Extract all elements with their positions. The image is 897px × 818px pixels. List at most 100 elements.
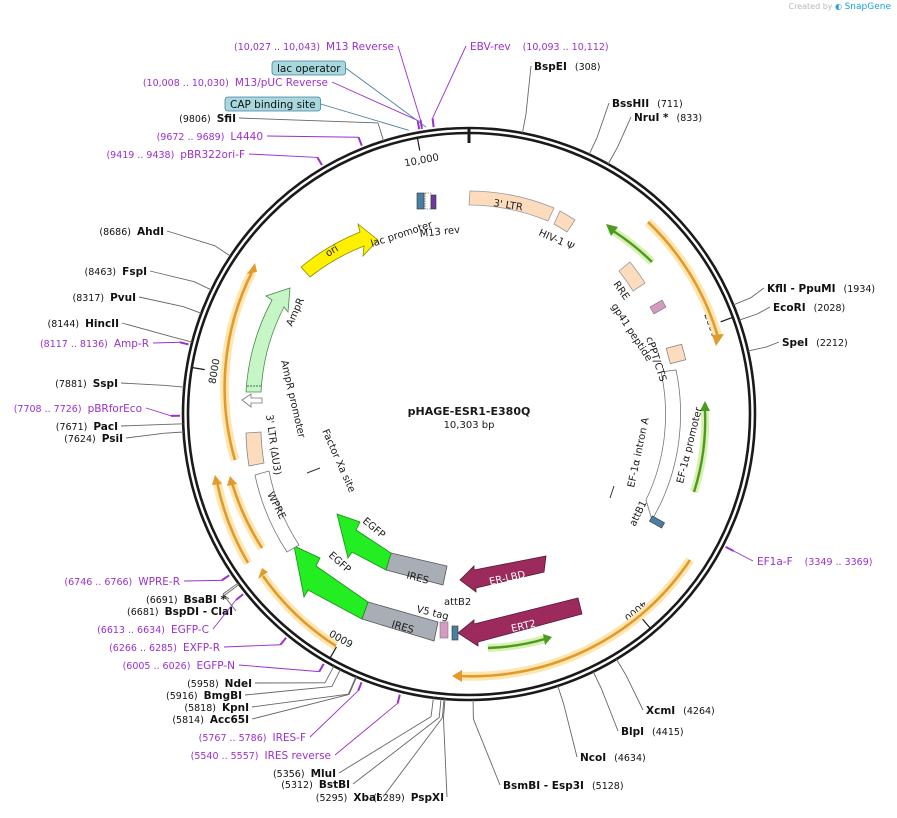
enzyme-leader — [251, 694, 350, 720]
enzyme-site[interactable]: SpeI(2212) — [782, 337, 848, 349]
feature-rre[interactable] — [618, 261, 646, 292]
primer-site[interactable]: EF1a-F(3349 .. 3369) — [757, 556, 872, 568]
feature-3ltr-du3[interactable] — [245, 431, 265, 467]
enzyme-leader — [138, 296, 184, 308]
primer-site[interactable]: EGFP-N(6005 .. 6026) — [123, 660, 235, 672]
primer-mark — [357, 681, 363, 692]
primer-site[interactable]: Amp-R(8117 .. 8136) — [40, 338, 149, 350]
feature-v5-tag[interactable] — [439, 621, 449, 639]
primer-mark — [431, 118, 435, 128]
enzyme-site[interactable]: BlpI(4415) — [621, 726, 684, 738]
enzyme-leader — [183, 306, 202, 314]
feature-3ltr[interactable] — [468, 190, 555, 222]
feature-ert2[interactable] — [457, 597, 583, 647]
feature-er-lbd[interactable] — [459, 555, 547, 593]
tick-mark — [329, 646, 337, 659]
orange-arrow-left-3 — [223, 271, 254, 461]
feature-attb2[interactable] — [451, 625, 459, 641]
enzyme-site[interactable]: BsmBI - Esp3I(5128) — [503, 780, 624, 792]
feature-callout-leader — [345, 67, 427, 128]
enzyme-leader — [222, 593, 230, 600]
enzyme-leader — [756, 306, 771, 315]
primer-range: (10,093 .. 10,112) — [523, 42, 609, 53]
enzyme-leader — [377, 122, 385, 142]
enzyme-site[interactable]: NdeI(5958) — [187, 678, 252, 690]
primer-site[interactable]: L4440(9672 .. 9689) — [157, 131, 263, 143]
primer-site[interactable]: M13/pUC Reverse(10,008 .. 10,030) — [143, 77, 328, 89]
label-3ltr-du3: 3' LTR (ΔU3) — [263, 414, 282, 476]
primer-site[interactable]: IRES reverse(5540 .. 5557) — [191, 750, 331, 762]
enzyme-name: PvuI — [110, 292, 136, 304]
feature-wpre[interactable] — [254, 470, 300, 553]
feature-ori[interactable] — [300, 222, 379, 278]
feature-cppt[interactable] — [665, 343, 687, 365]
feature-callout[interactable]: lac operator — [271, 60, 427, 128]
enzyme-site[interactable]: BstBI(5312) — [281, 779, 350, 791]
enzyme-site[interactable]: KflI - PpuMI(1934) — [767, 283, 875, 295]
feature-ef1a-promoter[interactable] — [645, 369, 681, 522]
enzyme-site[interactable]: SfiI(9806) — [179, 113, 236, 125]
feature-callout[interactable]: CAP binding site — [224, 96, 409, 131]
enzyme-site[interactable]: HincII(8144) — [48, 318, 120, 330]
enzyme-site[interactable]: PvuI(8317) — [72, 292, 136, 304]
feature-cap-site-box[interactable] — [424, 192, 432, 210]
feature-m13-rev[interactable] — [430, 194, 437, 210]
enzyme-site[interactable]: KpnI(5818) — [184, 702, 249, 714]
primer-site[interactable]: EGFP-C(6613 .. 6634) — [97, 624, 209, 636]
enzyme-site[interactable]: BssHII(711) — [612, 98, 683, 110]
feature-egfp-upper[interactable] — [336, 513, 392, 571]
enzyme-name: BstBI — [319, 779, 350, 791]
enzyme-leader — [525, 65, 532, 115]
enzyme-site[interactable]: EcoRI(2028) — [773, 302, 845, 314]
primer-site[interactable]: WPRE-R(6746 .. 6766) — [64, 576, 180, 588]
primer-site[interactable]: pBR322ori-F(9419 .. 9438) — [106, 149, 245, 161]
primer-range: (7708 .. 7726) — [14, 404, 82, 415]
primer-leader — [334, 702, 398, 756]
feature-gp41[interactable] — [649, 299, 667, 315]
enzyme-name: BspEI — [534, 61, 567, 73]
feature-ampr[interactable] — [245, 287, 291, 393]
feature-lac-promoter[interactable] — [416, 192, 425, 210]
primer-site[interactable]: EXFP-R(6266 .. 6285) — [109, 642, 220, 654]
enzyme-name: Acc65I — [210, 714, 249, 726]
primer-name: EGFP-N — [196, 660, 235, 672]
orange-arrowhead-left-2 — [227, 476, 237, 486]
enzyme-name: FspI — [122, 266, 147, 278]
primer-site[interactable]: EBV-rev(10,093 .. 10,112) — [470, 41, 609, 53]
enzyme-leader — [348, 676, 357, 695]
enzyme-site[interactable]: FspI(8463) — [85, 266, 147, 278]
enzyme-site[interactable]: MluI(5356) — [273, 768, 336, 780]
enzyme-site[interactable]: XbaI(5295) — [316, 792, 380, 804]
enzyme-site[interactable]: PsiI(7624) — [64, 433, 123, 445]
enzyme-site[interactable]: NruI *(833) — [634, 112, 702, 124]
enzyme-leader — [739, 313, 758, 321]
enzyme-site[interactable]: BspEI(308) — [534, 61, 600, 73]
enzyme-site[interactable]: PspXI(5289) — [373, 792, 444, 804]
enzyme-site[interactable]: SspI(7881) — [55, 378, 118, 390]
enzyme-name: NdeI — [225, 678, 252, 690]
enzyme-site[interactable]: AhdI(8686) — [99, 226, 164, 238]
primer-site[interactable]: pBRforEco(7708 .. 7726) — [14, 403, 142, 415]
label-ampr-promoter: AmpR promoter — [278, 359, 307, 440]
enzyme-leader — [615, 658, 627, 676]
enzyme-name: XcmI — [646, 705, 675, 717]
primer-site[interactable]: M13 Reverse(10,027 .. 10,043) — [234, 41, 394, 53]
feature-egfp-lower[interactable] — [293, 545, 369, 620]
enzyme-site[interactable]: NcoI(4634) — [580, 752, 646, 764]
enzyme-leader — [166, 230, 215, 247]
enzyme-site[interactable]: BsaBI *(6691) — [146, 594, 226, 606]
primer-site[interactable]: IRES-F(5767 .. 5786) — [199, 732, 306, 744]
feature-attb1[interactable] — [649, 515, 665, 529]
enzyme-site[interactable]: XcmI(4264) — [646, 705, 715, 717]
feature-hiv-psi[interactable] — [553, 210, 576, 233]
feature-ampr-promoter[interactable] — [241, 393, 263, 408]
enzyme-site[interactable]: PacI(7671) — [56, 421, 118, 433]
enzyme-site[interactable]: BmgBI(5916) — [166, 690, 242, 702]
primer-range: (3349 .. 3369) — [805, 557, 873, 568]
primer-name: IRES-F — [272, 732, 306, 744]
enzyme-site[interactable]: BspDI - ClaI(6681) — [127, 606, 233, 618]
primer-name: Amp-R — [114, 338, 149, 350]
enzyme-position: (7671) — [56, 422, 88, 433]
enzyme-site[interactable]: Acc65I(5814) — [172, 714, 249, 726]
orange-arrowhead-bottom — [452, 670, 462, 682]
